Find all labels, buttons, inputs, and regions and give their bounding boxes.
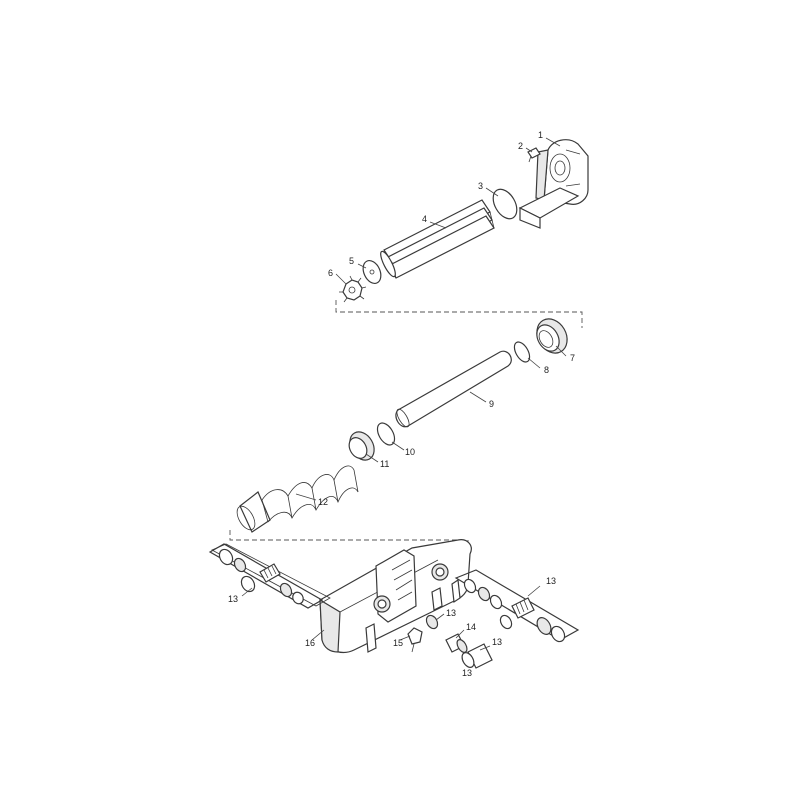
part-16-main-housing [319, 539, 472, 653]
label-part-6: 6 [328, 268, 333, 278]
label-part-5: 5 [349, 256, 354, 266]
part-15-sensor-plug [407, 627, 423, 653]
part-13-small-cap [425, 614, 439, 630]
part-10-o-ring [376, 422, 396, 446]
label-part-7: 7 [570, 353, 575, 363]
label-part-16: 16 [305, 638, 315, 648]
label-part-13-lower: 13 [462, 668, 472, 678]
label-part-2: 2 [518, 141, 523, 151]
label-part-12: 12 [318, 497, 328, 507]
label-part-10: 10 [405, 447, 415, 457]
part-12-wiper-spring [236, 465, 359, 533]
label-part-13-right: 13 [546, 576, 556, 586]
part-4-uv-lamp-bundle [380, 199, 495, 279]
label-part-8: 8 [544, 365, 549, 375]
fitting-set-right [454, 569, 580, 643]
part-6-star-nut [339, 275, 367, 303]
part-13-hose-tail [461, 643, 493, 669]
label-part-3: 3 [478, 181, 483, 191]
label-part-1: 1 [538, 130, 543, 140]
label-part-13-hose: 13 [492, 637, 502, 647]
part-1-end-cap-housing [518, 139, 589, 229]
label-part-13-left: 13 [228, 594, 238, 604]
label-part-9: 9 [489, 399, 494, 409]
label-part-15: 15 [393, 638, 403, 648]
assembly-line-upper [335, 300, 583, 328]
part-2-clip [527, 147, 541, 163]
label-part-14: 14 [466, 622, 476, 632]
part-7-union-nut [536, 318, 568, 354]
part-3-o-ring [492, 188, 518, 220]
label-part-4: 4 [422, 214, 427, 224]
part-8-o-ring [513, 341, 531, 363]
label-part-13-cap: 13 [446, 608, 456, 618]
part-5-spacer-disc [362, 260, 382, 284]
fitting-set-left [208, 543, 331, 609]
leader-lines [241, 137, 567, 651]
part-11-locking-ring [348, 431, 375, 461]
part-9-quartz-tube [395, 350, 512, 428]
label-part-11: 11 [380, 459, 389, 469]
